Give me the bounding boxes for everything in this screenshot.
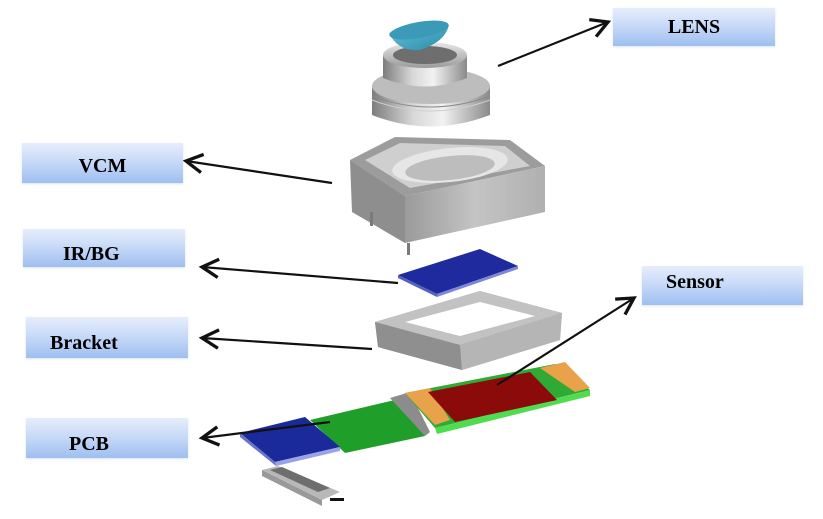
leader-arrows [182,17,637,447]
ir-filter-component [398,249,518,297]
label-ir-bg-text: IR/BG [63,242,120,265]
arrow-bracket [198,328,373,351]
label-vcm-text: VCM [78,155,127,177]
arrow-ir-bg [198,257,399,285]
label-lens: LENS [613,8,775,46]
bracket-component [375,291,562,370]
pcb-component [240,362,590,506]
vcm-component [350,137,545,255]
arrow-lens [497,17,612,68]
arrow-vcm [182,152,333,185]
label-sensor-text: Sensor [666,271,724,293]
label-ir-bg: IR/BG [23,229,185,267]
label-bracket-text: Bracket [50,332,118,354]
label-lens-text: LENS [667,15,721,38]
label-sensor: Sensor [642,266,803,305]
arrow-pcb [198,420,331,447]
label-vcm: VCM [22,143,183,183]
arrow-sensor [496,296,637,386]
label-bracket: Bracket [26,317,188,358]
lens-component [371,20,491,127]
label-pcb: PCB [26,418,188,458]
label-pcb-text: PCB [69,432,109,455]
